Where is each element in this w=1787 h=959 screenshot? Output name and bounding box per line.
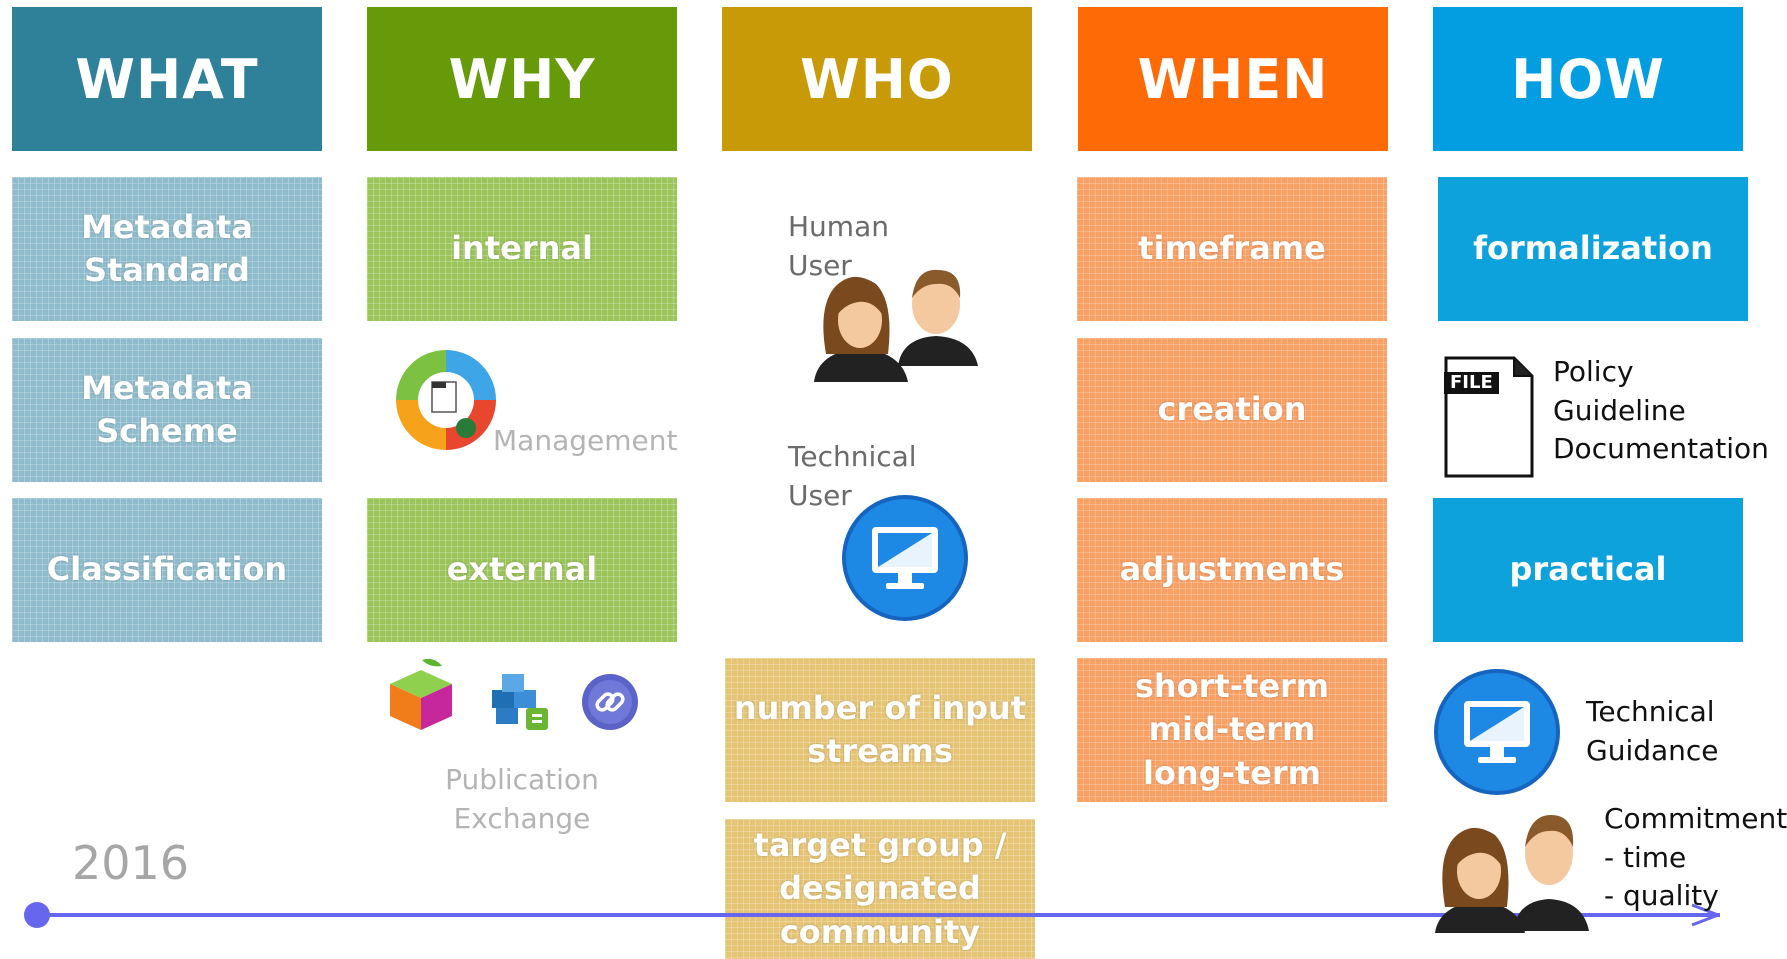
cycle-arrows-icon bbox=[388, 342, 504, 458]
why-management-label: Management bbox=[493, 424, 678, 457]
cube-icon bbox=[386, 656, 456, 732]
link-icon bbox=[580, 672, 640, 732]
header-who: WHO bbox=[722, 7, 1032, 151]
how-technical-guidance-label: Technical Guidance bbox=[1586, 695, 1719, 767]
when-adjustments: adjustments bbox=[1077, 498, 1387, 642]
when-creation: creation bbox=[1077, 338, 1387, 482]
when-terms: short-term mid-term long-term bbox=[1077, 658, 1387, 802]
who-target-group: target group / designated community bbox=[725, 819, 1035, 959]
header-what: WHAT bbox=[12, 7, 322, 151]
monitor-icon bbox=[840, 493, 970, 623]
why-internal: internal bbox=[367, 177, 677, 321]
two-users-icon bbox=[812, 258, 996, 388]
header-when: WHEN bbox=[1078, 7, 1388, 151]
who-input-streams: number of input streams bbox=[725, 658, 1035, 802]
timeline-arrow bbox=[20, 900, 1720, 930]
header-how: HOW bbox=[1433, 7, 1743, 151]
what-classification: Classification bbox=[12, 498, 322, 642]
how-practical: practical bbox=[1433, 498, 1743, 642]
why-publication-exchange-label: Publication Exchange bbox=[445, 763, 599, 835]
two-users-icon bbox=[1433, 803, 1603, 933]
monitor-icon bbox=[1432, 667, 1562, 797]
header-why: WHY bbox=[367, 7, 677, 151]
how-formalization: formalization bbox=[1438, 177, 1748, 321]
file-icon: FILE bbox=[1440, 354, 1536, 480]
when-timeframe: timeframe bbox=[1077, 177, 1387, 321]
timeline-year: 2016 bbox=[72, 836, 190, 890]
how-documents-label: Policy Guideline Documentation bbox=[1553, 355, 1769, 466]
who-technical-user-label: Technical User bbox=[788, 440, 917, 512]
who-human-user-label: Human User bbox=[788, 210, 889, 282]
what-metadata-standard: Metadata Standard bbox=[12, 177, 322, 321]
building-blocks-icon bbox=[488, 668, 554, 734]
what-metadata-scheme: Metadata Scheme bbox=[12, 338, 322, 482]
file-badge-label: FILE bbox=[1444, 372, 1499, 394]
why-external: external bbox=[367, 498, 677, 642]
how-commitment-label: Commitment - time - quality bbox=[1604, 802, 1787, 913]
